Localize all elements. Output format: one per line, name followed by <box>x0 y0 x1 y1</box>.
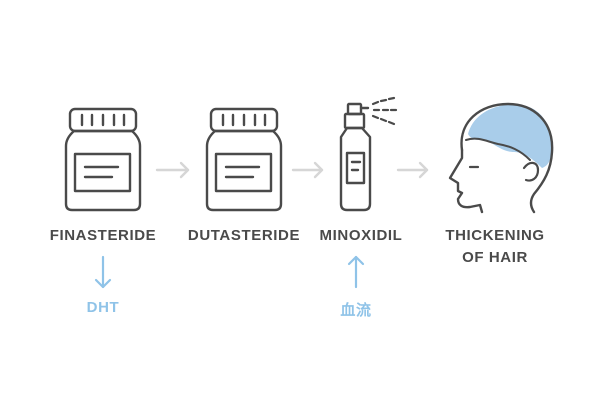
up-arrow-icon <box>347 255 365 289</box>
minoxidil-label: MINOXIDIL <box>319 227 403 244</box>
thickening-of-hair-label: THICKENING OF HAIR <box>430 225 560 269</box>
flow-arrow-3 <box>396 161 429 179</box>
thickening-line: THICKENING <box>445 227 545 244</box>
spray-mist-icon <box>371 96 398 126</box>
hair-area <box>468 104 552 168</box>
of-hair-line: OF HAIR <box>462 249 528 266</box>
down-arrow-icon <box>94 255 112 289</box>
finasteride-label: FINASTERIDE <box>49 227 157 244</box>
blood-flow-label: 血流 <box>340 301 372 319</box>
dht-label: DHT <box>86 299 120 316</box>
head-hair-icon <box>448 102 554 214</box>
flow-arrow-2 <box>291 161 324 179</box>
dutasteride-bottle-icon <box>205 107 283 212</box>
dutasteride-label: DUTASTERIDE <box>187 227 301 244</box>
minoxidil-spray-icon <box>339 102 372 212</box>
finasteride-bottle-icon <box>64 107 142 212</box>
flow-arrow-1 <box>155 161 190 179</box>
